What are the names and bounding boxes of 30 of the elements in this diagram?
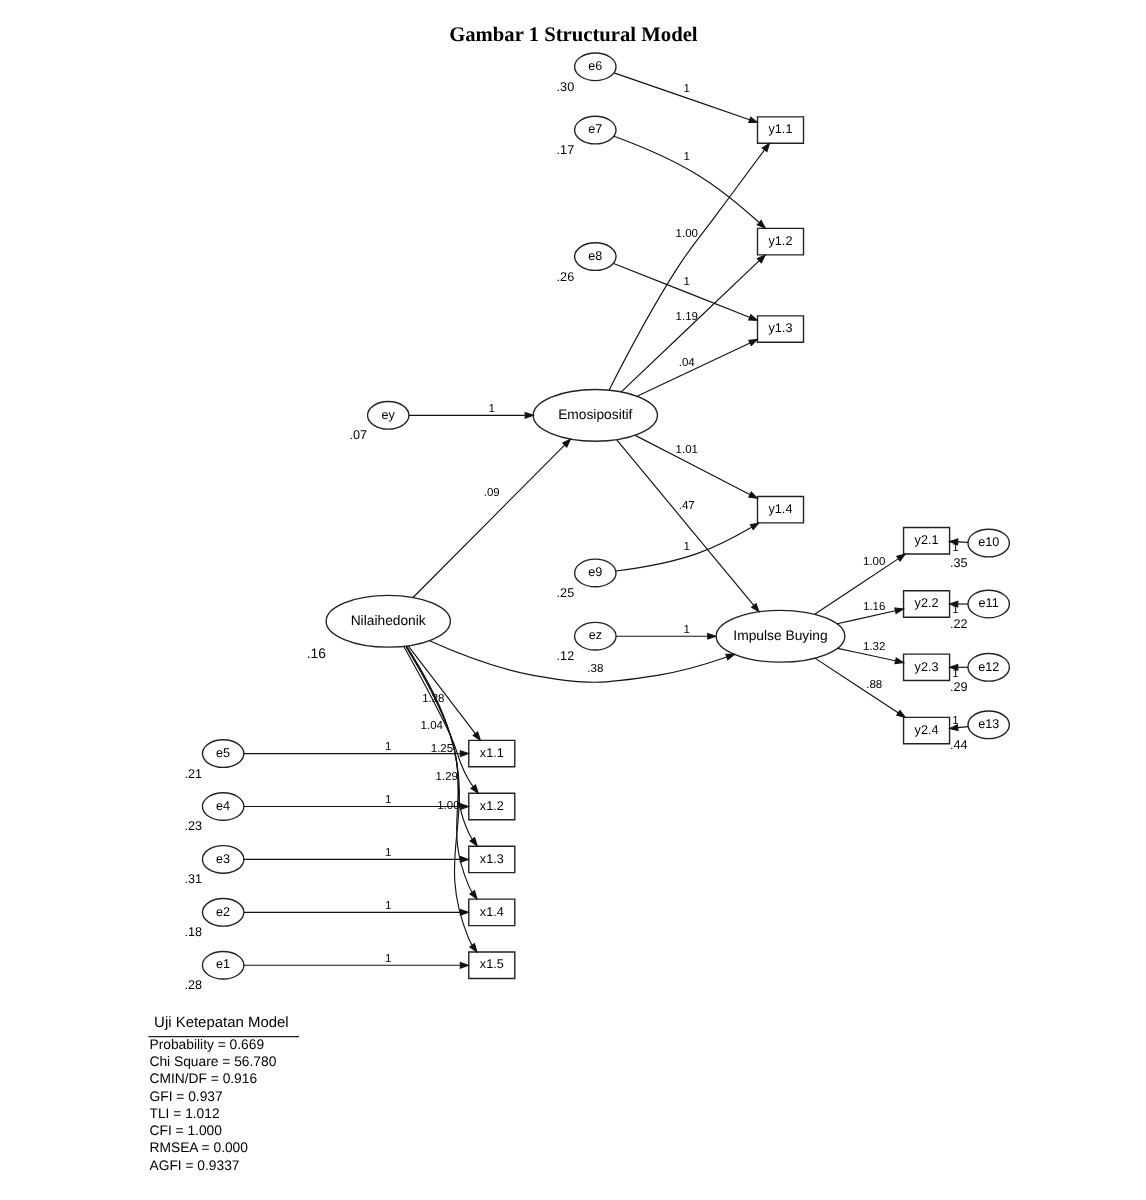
- diagram-title: Gambar 1 Structural Model: [448, 24, 697, 47]
- arrow: [614, 632, 717, 640]
- arrow: [427, 640, 736, 683]
- arrow: [946, 724, 968, 732]
- arrow: [612, 262, 758, 321]
- arrow: [411, 438, 571, 598]
- arrow: [405, 645, 477, 954]
- arrow: [402, 646, 479, 795]
- arrow: [835, 607, 905, 625]
- arrow: [242, 855, 470, 864]
- arrow: [242, 749, 470, 758]
- arrow: [614, 522, 760, 572]
- arrow: [813, 657, 906, 719]
- arrow: [406, 645, 481, 742]
- arrow: [615, 439, 760, 613]
- arrow: [619, 253, 766, 393]
- arrow: [404, 645, 477, 901]
- arrow: [242, 961, 470, 969]
- arrow: [813, 553, 906, 615]
- arrow: [242, 908, 470, 916]
- arrow: [836, 647, 905, 665]
- arrow: [612, 72, 758, 124]
- arrow: [242, 802, 470, 811]
- arrow: [612, 135, 766, 230]
- arrow: [635, 338, 758, 397]
- arrow: [404, 645, 478, 848]
- arrow: [607, 141, 770, 391]
- arrow: [946, 538, 968, 546]
- arrow: [407, 411, 534, 419]
- arrow: [633, 434, 758, 500]
